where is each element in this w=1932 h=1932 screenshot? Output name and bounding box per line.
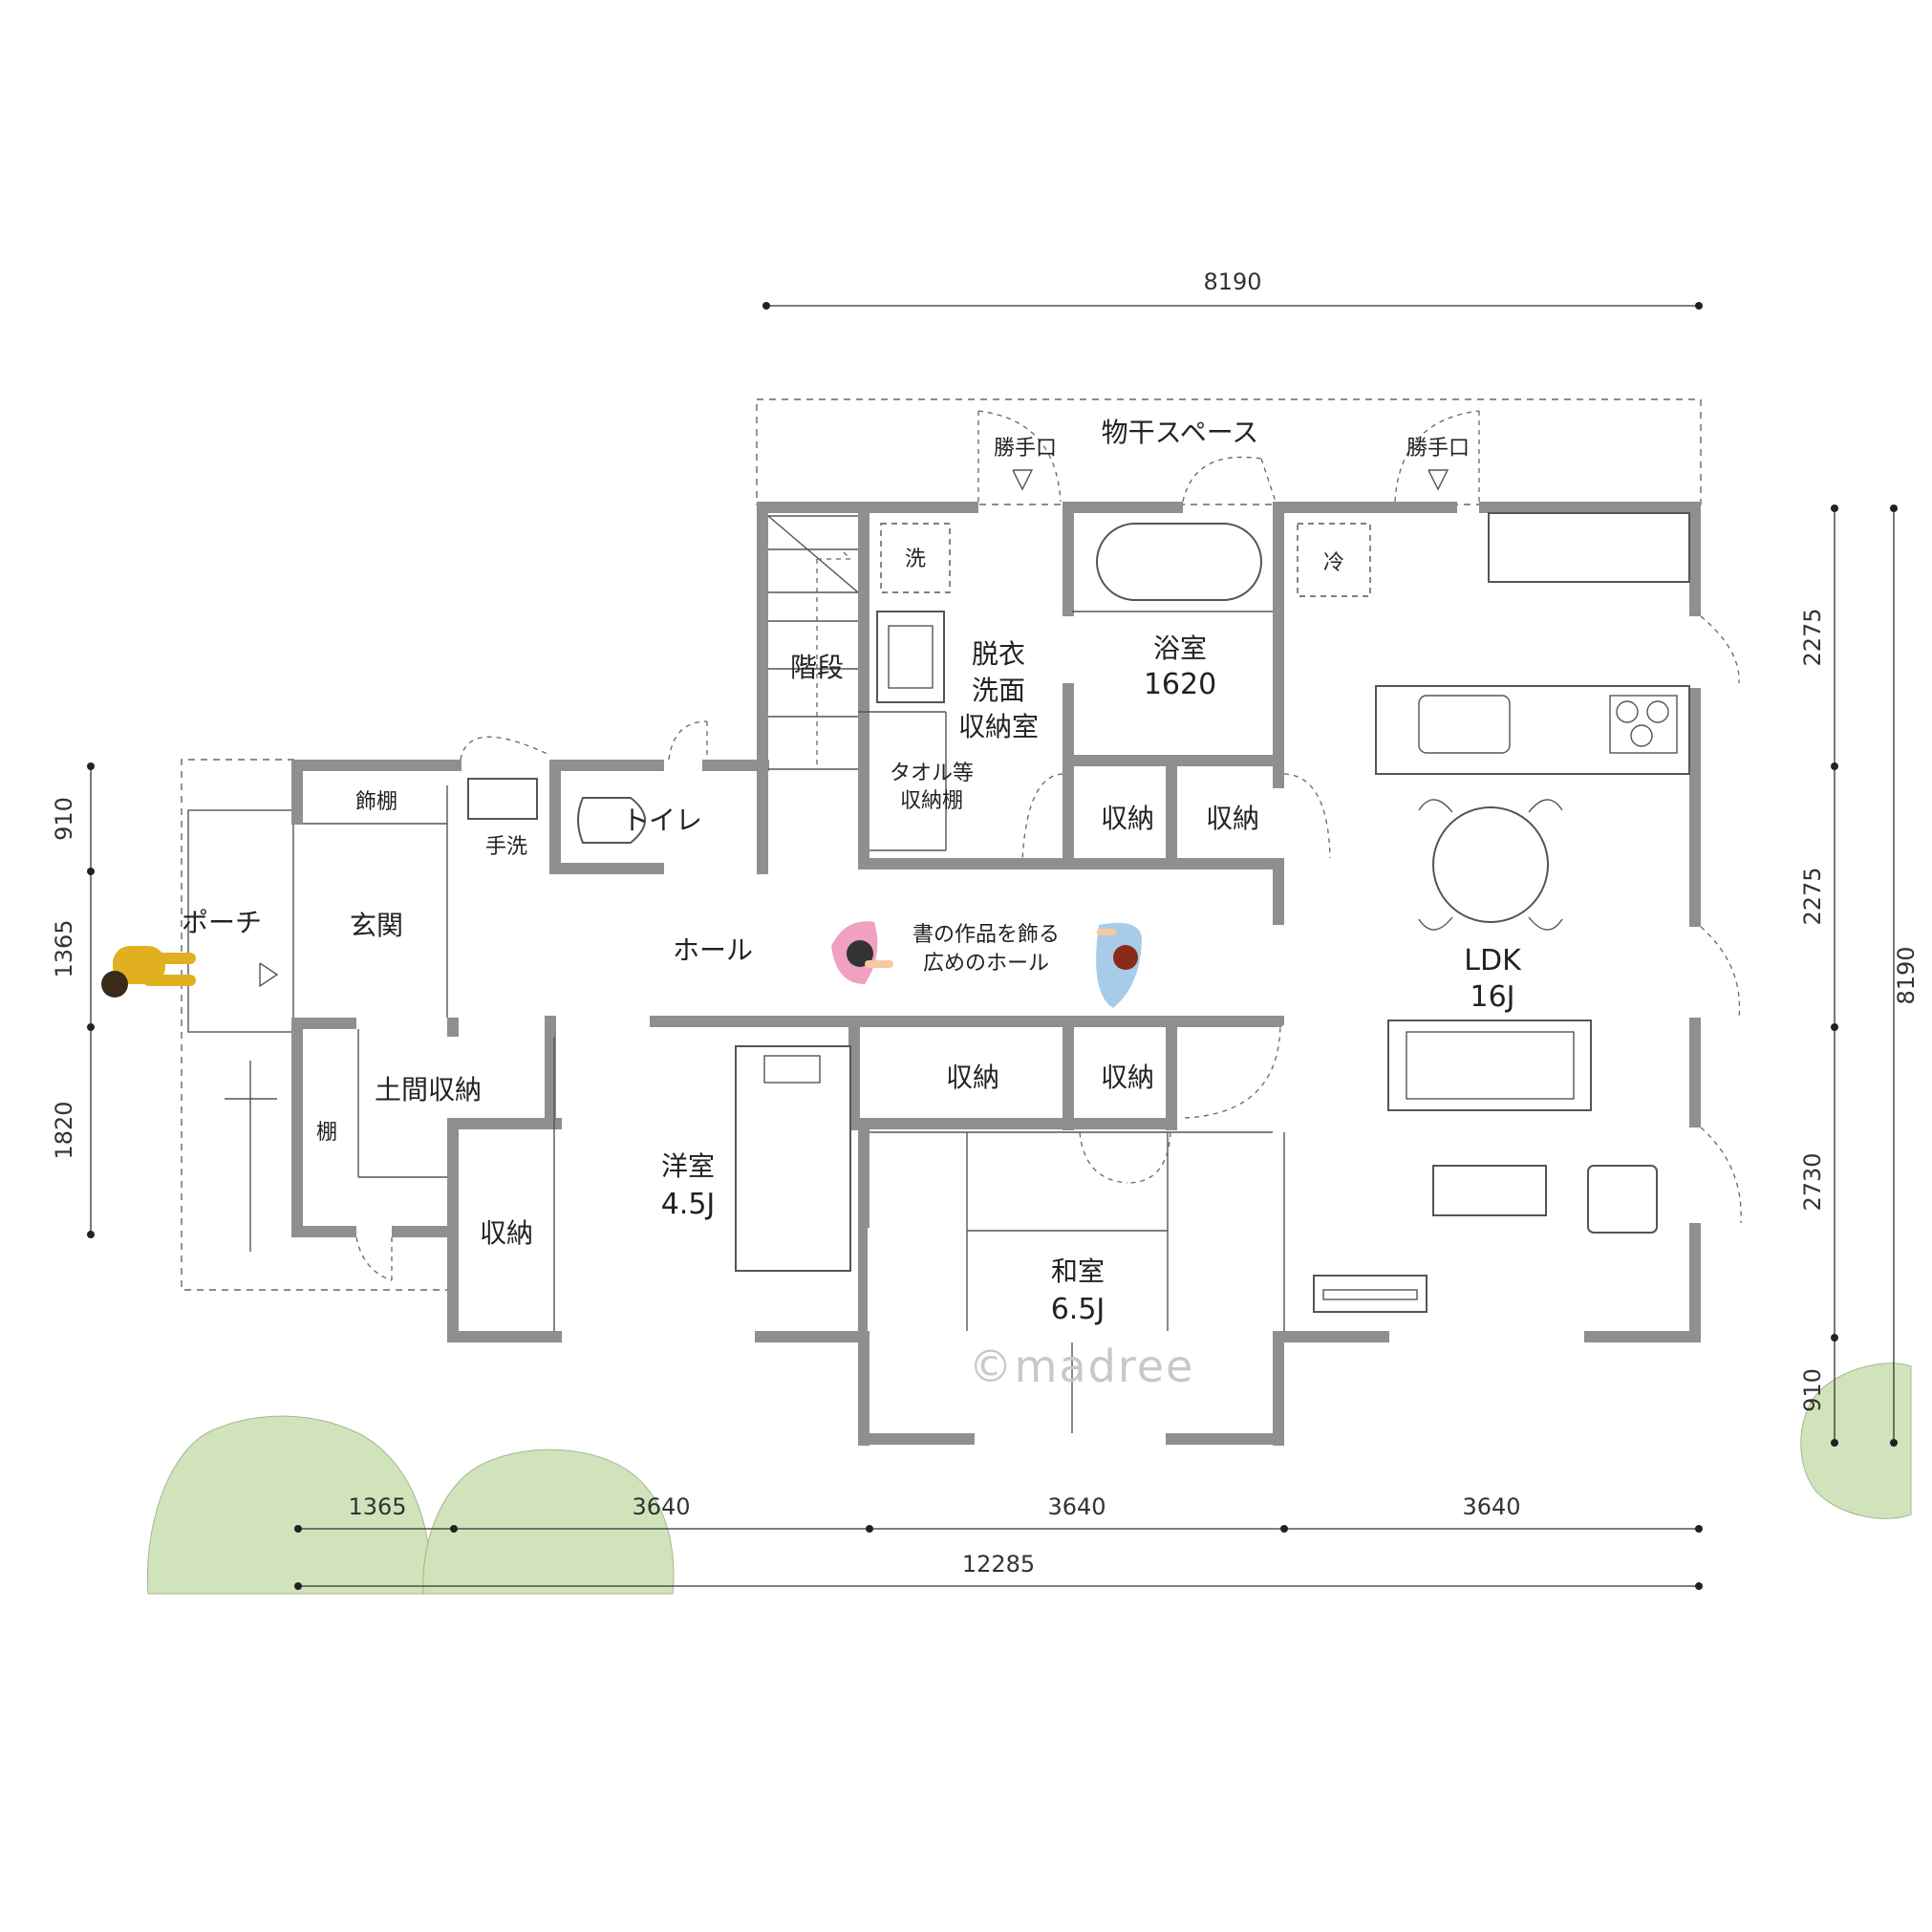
label-ldk: LDK (1464, 944, 1522, 977)
label-tana: 棚 (316, 1121, 337, 1145)
room-labels: 物干スペース 勝手口 勝手口 洗 冷 階段 脱衣 洗面 収納室 浴室 1620 … (182, 417, 1522, 1326)
label-dressing-1: 脱衣 (972, 638, 1025, 670)
katteguchi-arrow-1 (1012, 469, 1034, 491)
tree-middle (422, 1449, 675, 1595)
dim-top-total: 8190 (1203, 268, 1261, 295)
tree-right (1800, 1363, 1912, 1519)
trees (146, 1363, 1912, 1595)
kitchen-counter (1375, 685, 1690, 775)
tree-left (146, 1415, 432, 1595)
dim-left-3: 1820 (51, 1101, 77, 1159)
label-youshitsu: 洋室 (661, 1150, 715, 1182)
label-dressing-3: 収納室 (958, 711, 1039, 742)
katteguchi-arrow-2 (1428, 469, 1449, 491)
label-storage-e: 収納 (480, 1217, 533, 1249)
label-hall: ホール (673, 934, 753, 966)
coffee-table (1432, 1165, 1547, 1216)
people (101, 921, 1142, 1008)
label-deco-shelf: 飾棚 (355, 790, 397, 814)
dining-table (1432, 806, 1549, 923)
label-hall-note-2: 広めのホール (923, 952, 1049, 976)
dim-bottom-3: 3640 (1047, 1493, 1106, 1520)
dim-right-3: 2730 (1799, 1152, 1826, 1211)
label-bath: 浴室 (1153, 633, 1207, 664)
dimension-labels: 8190 1365 3640 3640 3640 12285 910 1365 … (51, 268, 1920, 1578)
doors (355, 410, 1742, 1281)
label-bath-size: 1620 (1144, 668, 1216, 701)
tv-board (1313, 1275, 1428, 1313)
label-doma-storage: 土間収納 (375, 1074, 482, 1106)
drying-space-outline (756, 398, 1702, 505)
dim-bottom-total: 12285 (962, 1551, 1035, 1578)
label-katteguchi-2: 勝手口 (1406, 437, 1470, 461)
label-hall-note-1: 書の作品を飾る (912, 923, 1060, 947)
label-handwash: 手洗 (485, 835, 527, 859)
sofa (1387, 1020, 1592, 1111)
kitchen-storage (1488, 512, 1690, 583)
person-pink (831, 921, 893, 984)
toilet-bowl (577, 797, 646, 844)
label-genkan: 玄関 (350, 910, 403, 941)
dim-left-1: 910 (51, 797, 77, 841)
label-washitsu: 和室 (1051, 1256, 1105, 1287)
label-dressing-2: 洗面 (972, 675, 1025, 706)
label-towel-1: タオル等 (890, 762, 974, 785)
label-storage-d: 収納 (1101, 1062, 1154, 1093)
label-towel-2: 収納棚 (900, 789, 963, 813)
label-fridge-mark: 冷 (1323, 551, 1344, 575)
watermark: ©madree (969, 1341, 1195, 1392)
label-monohoshi: 物干スペース (1102, 417, 1259, 448)
porch-arrow (259, 962, 279, 988)
label-porch: ポーチ (182, 907, 262, 938)
dim-right-2: 2275 (1799, 867, 1826, 925)
porch-outline (181, 759, 449, 1291)
dim-bottom-2: 3640 (632, 1493, 690, 1520)
label-ldk-size: 16J (1470, 980, 1514, 1014)
label-stairs: 階段 (790, 652, 844, 683)
dim-right-total: 8190 (1893, 946, 1920, 1004)
washer-box (880, 523, 951, 593)
handwash-sink (467, 778, 538, 820)
label-storage-a: 収納 (1101, 803, 1154, 834)
label-youshitsu-size: 4.5J (661, 1188, 716, 1221)
dim-left-2: 1365 (51, 919, 77, 977)
washbasin (876, 611, 945, 703)
side-table (1587, 1165, 1658, 1234)
label-wash-mark: 洗 (905, 547, 926, 571)
person-blue (1096, 922, 1142, 1008)
washbasin-inner (888, 625, 934, 689)
porch-step (187, 809, 294, 1033)
fixtures (225, 469, 1690, 1313)
person-yellow (101, 946, 196, 998)
label-storage-b: 収納 (1206, 803, 1259, 834)
dim-bottom-4: 3640 (1462, 1493, 1520, 1520)
stairs (767, 515, 859, 769)
dimension-lines (87, 302, 1898, 1590)
walls (291, 502, 1701, 1446)
kitchen-stove (1609, 695, 1678, 754)
fridge-box (1297, 523, 1371, 597)
label-storage-c: 収納 (946, 1062, 999, 1093)
dim-right-1: 2275 (1799, 608, 1826, 666)
label-washitsu-size: 6.5J (1051, 1293, 1106, 1326)
dim-bottom-1: 1365 (348, 1493, 406, 1520)
bed (735, 1045, 851, 1272)
label-katteguchi-1: 勝手口 (994, 437, 1057, 461)
label-toilet: トイレ (622, 805, 702, 836)
bathtub (1096, 523, 1262, 601)
dim-right-4: 910 (1799, 1368, 1826, 1412)
kitchen-sink (1418, 695, 1511, 754)
